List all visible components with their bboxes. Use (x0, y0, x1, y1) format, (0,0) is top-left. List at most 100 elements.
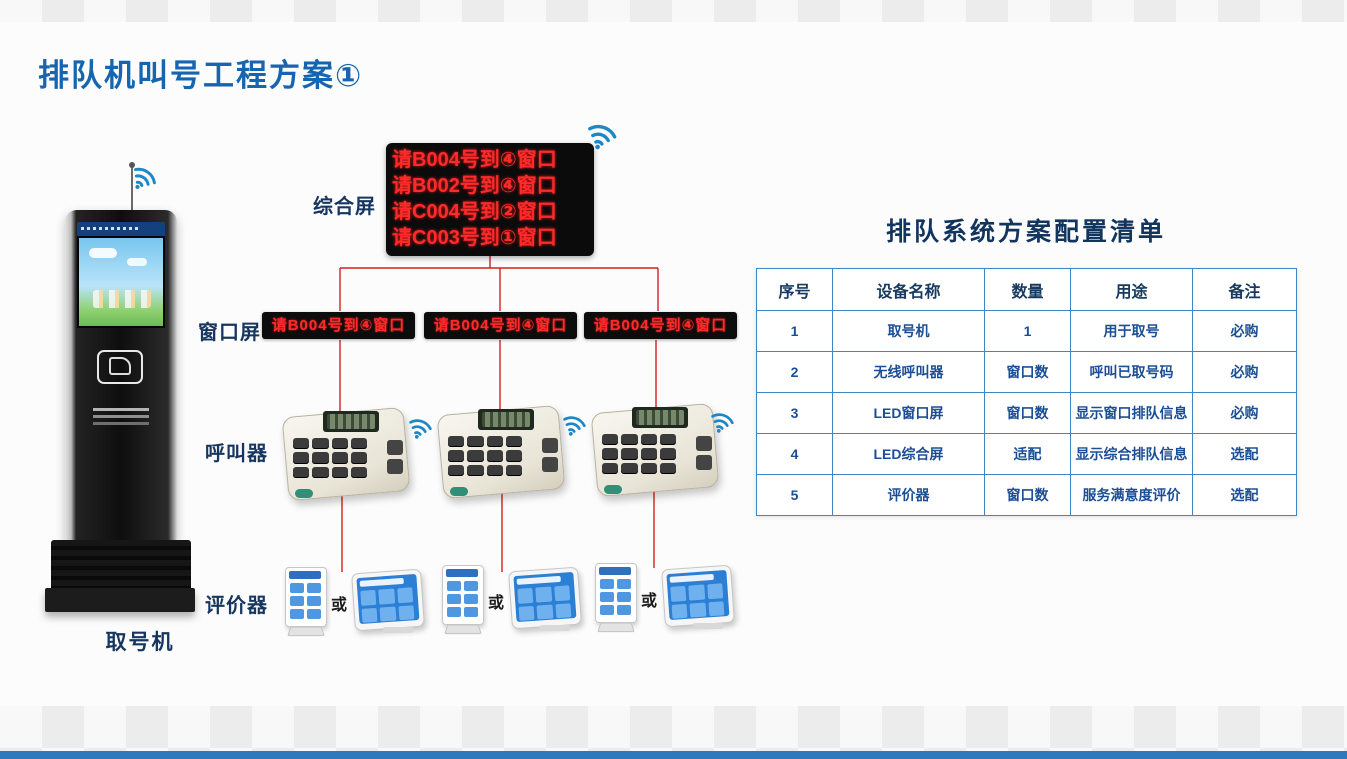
evaluator-tablet-buttons (360, 587, 415, 623)
cell: 取号机 (832, 310, 985, 352)
caller-keypad (293, 438, 367, 478)
table-row: 2 无线呼叫器 窗口数 呼叫已取号码 必购 (756, 351, 1297, 393)
table-row: 3 LED窗口屏 窗口数 显示窗口排队信息 必购 (756, 392, 1297, 434)
evaluator-tablet-stand (383, 627, 413, 633)
col-header: 序号 (756, 268, 833, 311)
cell: 窗口数 (984, 351, 1071, 393)
caller-display-digits (636, 410, 684, 425)
caller-side-keys (542, 438, 558, 472)
kiosk-label: 取号机 (105, 631, 175, 654)
cell: 呼叫已取号码 (1070, 351, 1193, 393)
caller-call-button (295, 489, 313, 498)
cell: 无线呼叫器 (832, 351, 985, 393)
evaluator-handheld-buttons (600, 579, 631, 615)
page-title: 排队机叫号工程方案① (38, 58, 364, 93)
led-line: 请B002号到④窗口 (392, 175, 557, 197)
or-label: 或 (488, 595, 505, 612)
top-checker-pattern (0, 0, 1347, 22)
col-header: 数量 (984, 268, 1071, 311)
table-header-row: 序号 设备名称 数量 用途 备注 (756, 268, 1297, 311)
cell: 必购 (1192, 392, 1297, 434)
kiosk-card-reader-icon (109, 357, 131, 375)
cell: 4 (756, 433, 833, 475)
wifi-icon (711, 413, 734, 433)
caller-device (590, 400, 720, 500)
col-header: 设备名称 (832, 268, 985, 311)
window-led-strip: 请B004号到④窗口 (262, 312, 415, 339)
kiosk-antenna (131, 166, 133, 214)
cell: 适配 (984, 433, 1071, 475)
evaluator-handheld-stand (597, 622, 635, 633)
cell: 显示窗口排队信息 (1070, 392, 1193, 434)
col-header: 用途 (1070, 268, 1193, 311)
evaluator-handheld-header (446, 569, 478, 577)
caller-display-digits (327, 414, 375, 429)
caller-side-keys (696, 436, 712, 470)
table-title: 排队系统方案配置清单 (885, 218, 1166, 246)
caller-label: 呼叫器 (205, 443, 268, 465)
evaluator-group: 或 (593, 561, 735, 641)
cell: 必购 (1192, 310, 1297, 352)
caller-keypad (448, 436, 522, 476)
kiosk-screen-cloud2 (127, 258, 147, 266)
table-row: 5 评价器 窗口数 服务满意度评价 选配 (756, 474, 1297, 516)
kiosk-ticket-machine (45, 160, 200, 620)
wifi-icon (563, 416, 586, 436)
evaluator-handheld (285, 567, 327, 627)
kiosk-antenna-tip (129, 162, 135, 168)
cell: LED综合屏 (832, 433, 985, 475)
cell: 3 (756, 392, 833, 434)
caller-call-button (604, 485, 622, 494)
cell: 2 (756, 351, 833, 393)
cell: 显示综合排队信息 (1070, 433, 1193, 475)
evaluator-tablet (508, 566, 582, 630)
evaluator-handheld-buttons (290, 583, 321, 619)
table-row: 4 LED综合屏 适配 显示综合排队信息 选配 (756, 433, 1297, 475)
evaluator-handheld-header (599, 567, 631, 575)
led-line: 请C003号到①窗口 (392, 227, 557, 249)
kiosk-printer-slot (93, 408, 149, 411)
col-header: 备注 (1192, 268, 1297, 311)
evaluator-tablet-buttons (517, 585, 572, 621)
main-screen-label: 综合屏 (313, 196, 376, 218)
cell: 窗口数 (984, 474, 1071, 516)
bottom-blue-bar (0, 751, 1347, 759)
evaluator-handheld-stand (287, 626, 325, 637)
table-row: 1 取号机 1 用于取号 必购 (756, 310, 1297, 352)
led-line: 请B004号到④窗口 (392, 149, 557, 171)
cell: 服务满意度评价 (1070, 474, 1193, 516)
kiosk-screen-cartoon (93, 290, 151, 308)
kiosk-screen (77, 236, 165, 328)
cell: 1 (756, 310, 833, 352)
kiosk-header-logo (81, 227, 141, 230)
evaluator-tablet-stand (693, 623, 723, 629)
bottom-checker-pattern (0, 706, 1347, 751)
cell: 1 (984, 310, 1071, 352)
kiosk-card-reader (97, 350, 143, 384)
cell: LED窗口屏 (832, 392, 985, 434)
or-label: 或 (641, 593, 658, 610)
evaluator-handheld-buttons (447, 581, 478, 617)
led-line: 请C004号到②窗口 (392, 201, 557, 223)
cell: 5 (756, 474, 833, 516)
evaluator-tablet (351, 568, 425, 632)
cell: 选配 (1192, 433, 1297, 475)
caller-call-button (450, 487, 468, 496)
evaluator-handheld-stand (444, 624, 482, 635)
caller-device (281, 404, 411, 504)
config-table: 序号 设备名称 数量 用途 备注 1 取号机 1 用于取号 必购 2 无线呼叫器… (756, 268, 1297, 516)
cell: 选配 (1192, 474, 1297, 516)
cell: 评价器 (832, 474, 985, 516)
kiosk-pedestal (45, 588, 195, 612)
evaluator-tablet-stand (540, 625, 570, 631)
evaluator-label: 评价器 (205, 595, 268, 617)
window-led-strip: 请B004号到④窗口 (424, 312, 577, 339)
cell: 必购 (1192, 351, 1297, 393)
window-led-strip: 请B004号到④窗口 (584, 312, 737, 339)
wifi-icon (588, 124, 617, 150)
cell: 窗口数 (984, 392, 1071, 434)
wifi-icon (409, 419, 432, 439)
caller-side-keys (387, 440, 403, 474)
caller-device (436, 402, 566, 502)
evaluator-handheld (595, 563, 637, 623)
